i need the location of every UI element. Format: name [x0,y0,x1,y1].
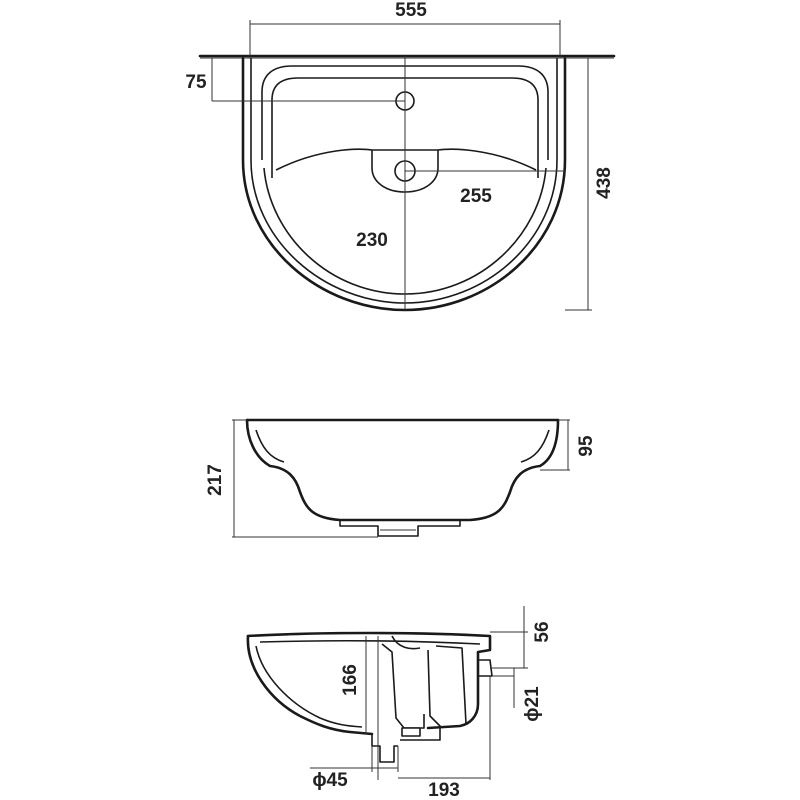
front-profile [245,418,560,522]
drain-pipe [371,734,398,763]
dim-width: 555 [395,0,427,21]
dim-height: 217 [205,464,226,496]
dim-basin-depth: 166 [340,664,361,696]
dim-bowl-radius: 230 [356,230,388,251]
dim-drain-dia: ϕ45 [312,770,348,791]
dim-overflow-dia: ϕ21 [522,686,543,722]
front-view: 217 95 [205,418,597,538]
side-view: 166 56 ϕ21 ϕ45 193 [246,606,553,800]
dim-overflow: 56 [532,621,553,642]
dim-bowl-half-depth: 255 [460,186,492,207]
side-shell [246,631,492,730]
dim-tap-offset: 75 [185,72,207,93]
dim-rim-height: 95 [576,435,597,457]
dim-drain-offset: 193 [428,780,460,800]
top-view: 555 438 75 255 230 [185,0,616,312]
dim-depth: 438 [594,167,615,199]
